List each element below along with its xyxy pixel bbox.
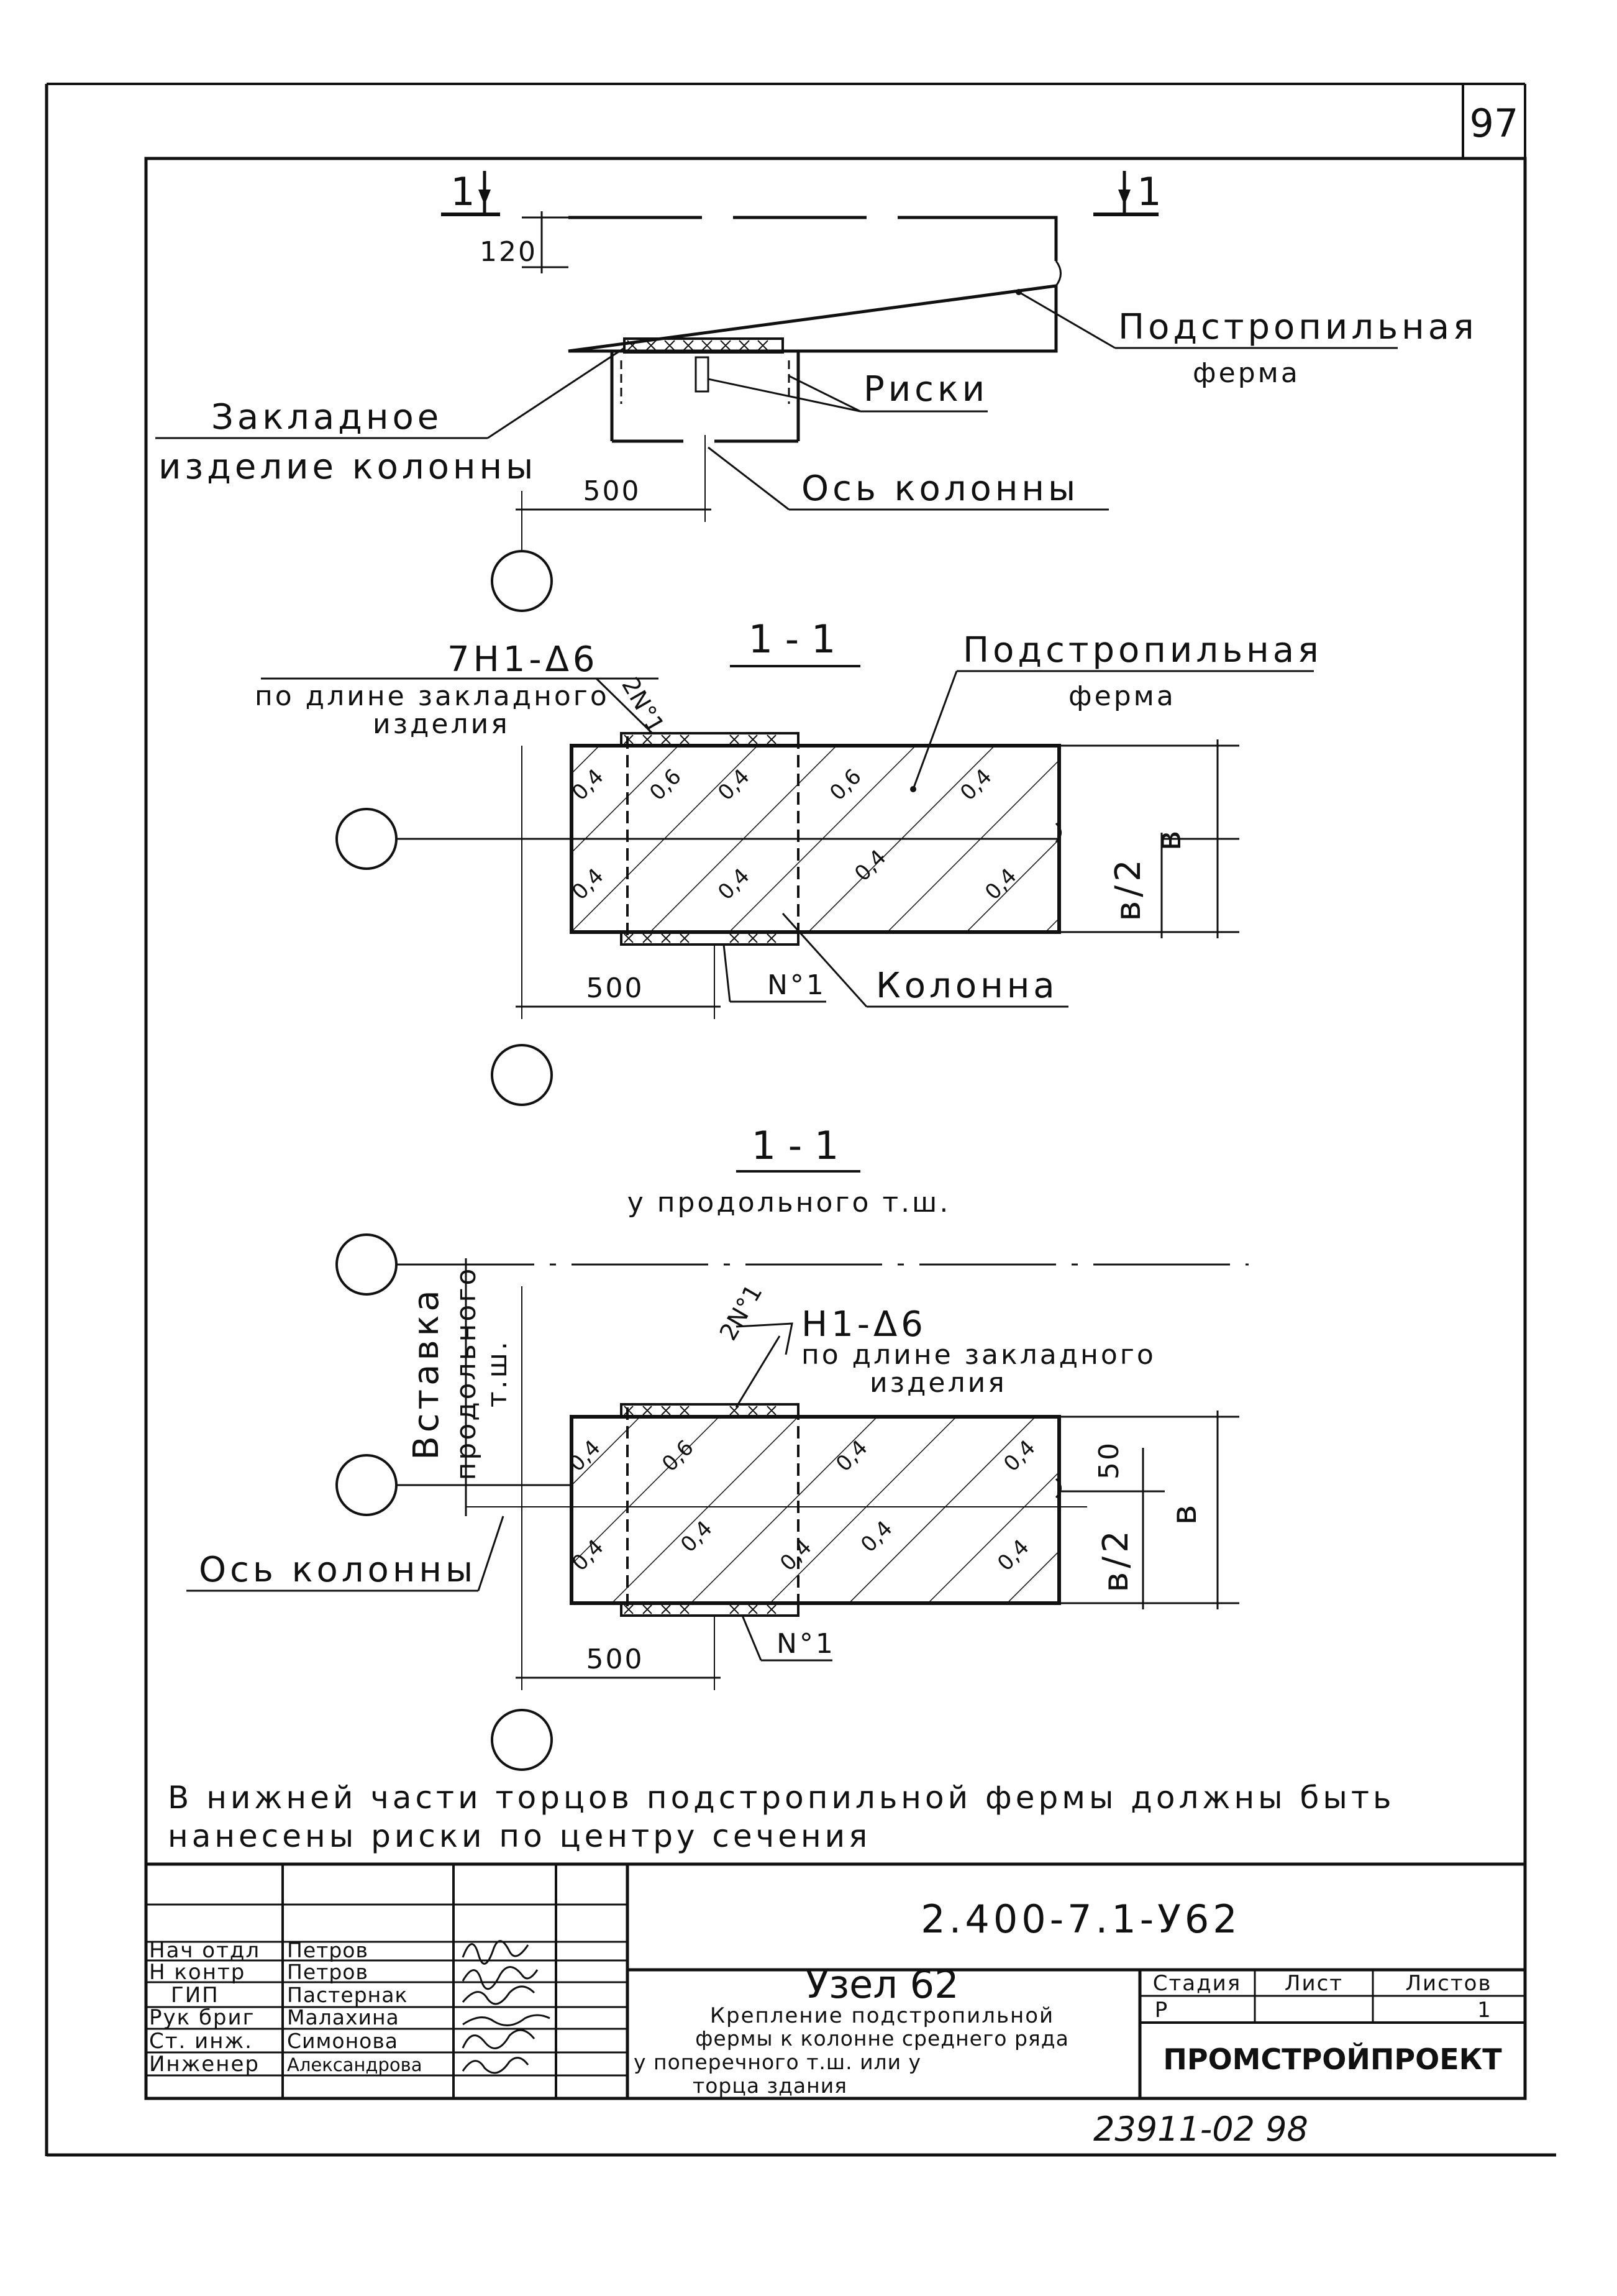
section-b-part-no: N°1 [777, 1628, 836, 1660]
section-a-weld-label: 7Н1-Δ6 [447, 639, 599, 680]
section-mark-right-label: 1 [1137, 169, 1161, 214]
section-b-dim-b2: в/2 [1096, 1527, 1136, 1593]
section-a-dim-b2: в/2 [1108, 856, 1149, 922]
section-b-truss-hatch [572, 1417, 1059, 1603]
truss-label-line2: ферма [1193, 357, 1300, 389]
axis-bubble-a [491, 1044, 553, 1106]
section-a-weld-note1: по длине закладного [255, 680, 609, 712]
section-a-truss-label1: Подстропильная [963, 630, 1323, 670]
title-line5: торца здания [693, 2074, 847, 2098]
truss-label-line1: Подстропильная [1118, 307, 1478, 347]
note-line2: нанесены риски по центру сечения [168, 1818, 871, 1854]
title-block: 2.400-7.1-У62 Нач отдл Н контр ГИП Рук б… [146, 1862, 1525, 2098]
section-a-dim-500: 500 [586, 972, 644, 1004]
section-a-column-label: Колонна [876, 966, 1059, 1006]
name-2: Петров [287, 1960, 368, 1984]
section-b-weld-label: Н1-Δ6 [801, 1304, 927, 1345]
section-a-part-no: N°1 [767, 969, 826, 1001]
dim-120: 120 [480, 236, 537, 268]
top-view: 1 1 120 Подстропильная ферма Риски [155, 169, 1478, 612]
name-5: Симонова [287, 2029, 398, 2053]
name-6: Александрова [287, 2054, 422, 2075]
role-1: Нач отдл [149, 1938, 260, 1963]
section-b-title: 1 - 1 [752, 1123, 839, 1168]
section-marker-right: 1 [1093, 169, 1162, 216]
role-4: Рук бриг [149, 2005, 255, 2030]
column-top [610, 352, 800, 443]
axis-bubble-top [491, 550, 553, 612]
sheets-header: Листов [1405, 1971, 1492, 1996]
section-b-dim-50: 50 [1093, 1441, 1125, 1480]
archive-number: 23911-02 98 [1093, 2110, 1308, 2149]
stage-header: Стадия [1153, 1971, 1241, 1996]
title-line4: у поперечного т.ш. или у [634, 2050, 921, 2074]
axis-bubble-b-mid [335, 1454, 398, 1516]
section-b: 1 - 1 у продольного т.ш. Вставка продоль… [186, 1123, 1249, 1771]
axis-bubble-b-bottom [491, 1709, 553, 1771]
section-mark-left-label: 1 [450, 169, 475, 214]
sheet-header: Лист [1285, 1971, 1343, 1996]
section-b-dim-500: 500 [586, 1644, 644, 1675]
top-dim-500: 500 [583, 475, 641, 507]
section-marker-left: 1 [441, 169, 500, 216]
doc-code: 2.400-7.1-У62 [921, 1896, 1241, 1942]
name-3: Пастернак [287, 1983, 408, 2007]
section-b-insert-label1: Вставка [406, 1286, 447, 1460]
section-b-weld-note1: по длине закладного [801, 1339, 1156, 1371]
note-line1: В нижней части торцов подстропильной фер… [168, 1780, 1395, 1816]
section-b-part-mark: 2N°1 [714, 1280, 768, 1345]
section-b-insert-label2: продольного [450, 1266, 482, 1481]
truss-elevation [568, 216, 1058, 353]
embedded-plate [623, 337, 784, 354]
role-5: Ст. инж. [149, 2029, 253, 2054]
section-a: 1 - 1 0,4 0,6 0,4 0,6 0,4 0,4 0,4 0,4 0,… [255, 616, 1323, 1106]
embed-label-line2: изделие колонны [158, 447, 537, 487]
page-number: 97 [1470, 101, 1519, 146]
name-4: Малахина [287, 2005, 399, 2029]
sheet-frame [45, 83, 1556, 2157]
title-line2: Крепление подстропильной [710, 2003, 1054, 2028]
role-6: Инженер [149, 2052, 260, 2077]
section-b-truss-outline [570, 1415, 1061, 1605]
role-3: ГИП [171, 1983, 219, 2008]
signatures [462, 1940, 550, 2074]
top-axis-label: Ось колонны [801, 469, 1079, 509]
title-line1: Узел 62 [805, 1962, 959, 2007]
name-1: Петров [287, 1938, 368, 1962]
sheets-value: 1 [1477, 1998, 1492, 2023]
stage-value: Р [1155, 1998, 1169, 2023]
section-b-subtitle: у продольного т.ш. [627, 1187, 951, 1219]
axis-bubble-b-top [335, 1233, 398, 1296]
section-b-axis-label: Ось колонны [199, 1550, 476, 1590]
title-line3: фермы к колонне среднего ряда [695, 2026, 1069, 2051]
section-b-dim-b: в [1164, 1501, 1205, 1525]
embed-label-line1: Закладное [211, 397, 442, 437]
section-b-weld-note2: изделия [870, 1367, 1007, 1399]
section-b-insert-label3: т.ш. [481, 1339, 513, 1407]
section-a-dim-b: в [1149, 826, 1189, 851]
section-a-title: 1 - 1 [749, 616, 836, 662]
risks-label: Риски [863, 369, 988, 409]
org-name: ПРОМСТРОЙПРОЕКТ [1163, 2042, 1502, 2076]
role-2: Н контр [149, 1960, 245, 1985]
section-a-truss-label2: ферма [1068, 680, 1176, 712]
section-a-weld-note2: изделия [373, 708, 510, 740]
axis-bubble-left-a [335, 808, 398, 870]
